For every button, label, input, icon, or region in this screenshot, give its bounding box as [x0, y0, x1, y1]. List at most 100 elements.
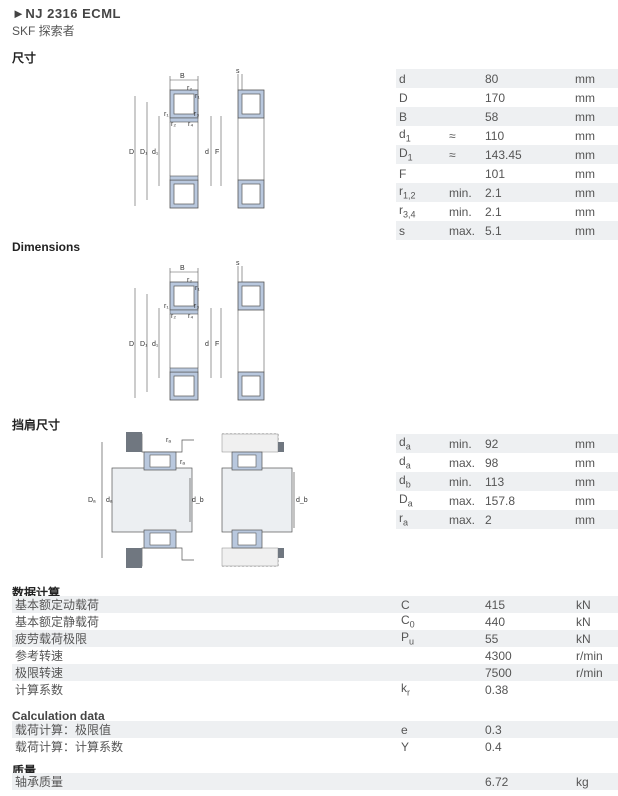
symbol-subscript: 1: [407, 152, 413, 163]
label-d1-2: d₁: [152, 341, 159, 348]
param-symbol: F: [396, 164, 449, 183]
symbol-subscript: 1,2: [403, 190, 416, 201]
label-r4: r₄: [188, 121, 193, 128]
label-r3: r₃: [194, 111, 199, 118]
label-d: d: [205, 149, 209, 156]
label-r1-2: r₁: [195, 285, 200, 292]
param-qualifier: min.: [449, 472, 485, 491]
symbol-base: d: [399, 127, 406, 142]
param-unit: mm: [575, 69, 618, 88]
param-qualifier: max.: [449, 455, 476, 470]
calc-value: 0.38: [485, 682, 509, 697]
symbol-subscript: a: [405, 441, 411, 452]
symbol-base: d: [399, 473, 406, 488]
calc-label: 基本额定静载荷: [15, 615, 100, 629]
param-symbol: Da: [396, 491, 449, 510]
calc-value: 7500: [485, 664, 576, 681]
param-symbol: da: [396, 434, 449, 453]
label-ra-2: rₐ: [180, 459, 185, 466]
param-unit: mm: [575, 434, 618, 453]
label-B-2: B: [180, 265, 185, 272]
param-value: 2.1: [485, 204, 502, 219]
label-s: s: [236, 68, 240, 75]
symbol-base: D: [399, 492, 408, 507]
param-unit: mm: [575, 472, 618, 491]
param-unit: mm: [575, 128, 595, 143]
calc-symbol: Pu: [401, 630, 485, 647]
calc-value: 4300: [485, 648, 512, 663]
calc-symbol: Y: [401, 738, 485, 755]
calc-label: 基本额定动载荷: [12, 596, 401, 613]
section-dimensions-en: Dimensions: [12, 240, 81, 254]
symbol-base: d: [399, 435, 406, 450]
param-unit: mm: [575, 510, 618, 529]
label-D1: D₁: [140, 149, 148, 156]
label-F-2: F: [215, 341, 219, 348]
symbol-base: r: [399, 511, 403, 526]
brand-label: SKF 探索者: [12, 24, 75, 38]
calc-unit: kN: [576, 596, 618, 613]
param-qualifier: [449, 164, 485, 183]
label-r2b-2: r₂: [171, 313, 176, 320]
param-value: 157.8: [485, 493, 516, 508]
param-value: 101: [485, 166, 506, 181]
symbol-base: e: [401, 722, 408, 737]
calc-label: 参考转速: [15, 649, 64, 663]
param-qualifier: [449, 88, 485, 107]
symbol-base: D: [399, 90, 408, 105]
bearing-dimension-diagram: B s D D₁ d₁ d F r₂ r₁ r₁ r₂ r₃ r₄: [129, 68, 265, 209]
symbol-subscript: a: [403, 517, 409, 528]
label-B: B: [180, 73, 185, 80]
param-symbol: d1: [396, 126, 449, 145]
symbol-base: r: [399, 203, 403, 218]
param-qualifier: ≈: [449, 128, 456, 143]
label-D: D: [129, 149, 134, 156]
param-unit: mm: [575, 183, 618, 202]
symbol-base: Y: [401, 739, 410, 754]
section-dimensions-cn: 尺寸: [12, 51, 37, 65]
param-qualifier: min.: [449, 204, 472, 219]
calc-unit: [576, 721, 618, 738]
param-unit: mm: [575, 455, 595, 470]
label-db: d_b: [192, 497, 204, 504]
mass-label: 轴承质量: [12, 773, 401, 790]
param-unit: mm: [575, 145, 618, 164]
param-value: 170: [485, 90, 506, 105]
calc-label: 极限转速: [12, 664, 401, 681]
calc-unit: kN: [576, 630, 618, 647]
calc-symbol: C0: [401, 613, 485, 630]
calc-label: 计算系数: [15, 683, 64, 697]
calc-row: 计算系数 kr 0.38: [12, 681, 618, 698]
param-unit: mm: [575, 107, 618, 126]
symbol-subscript: r: [407, 687, 410, 698]
calc-label: 疲劳载荷极限: [12, 630, 401, 647]
symbol-base: k: [401, 681, 407, 696]
param-value: 110: [485, 128, 505, 143]
mass-table: 轴承质量 6.72 kg: [12, 773, 618, 790]
param-unit: mm: [575, 204, 595, 219]
param-value: 2.1: [485, 183, 575, 202]
calc-label: 载荷计算：计算系数: [15, 740, 124, 754]
param-value: 5.1: [485, 221, 575, 240]
symbol-base: r: [399, 184, 403, 199]
label-r4-2: r₄: [188, 313, 193, 320]
mass-unit: kg: [576, 773, 618, 790]
section-abutment: 挡肩尺寸: [12, 418, 61, 432]
label-Da: Dₐ: [88, 497, 96, 504]
param-symbol: da: [396, 453, 449, 472]
calc-value: 0.3: [485, 721, 576, 738]
label-r1: r₁: [195, 93, 200, 100]
symbol-subscript: a: [405, 460, 411, 471]
calc-value: 415: [485, 596, 576, 613]
